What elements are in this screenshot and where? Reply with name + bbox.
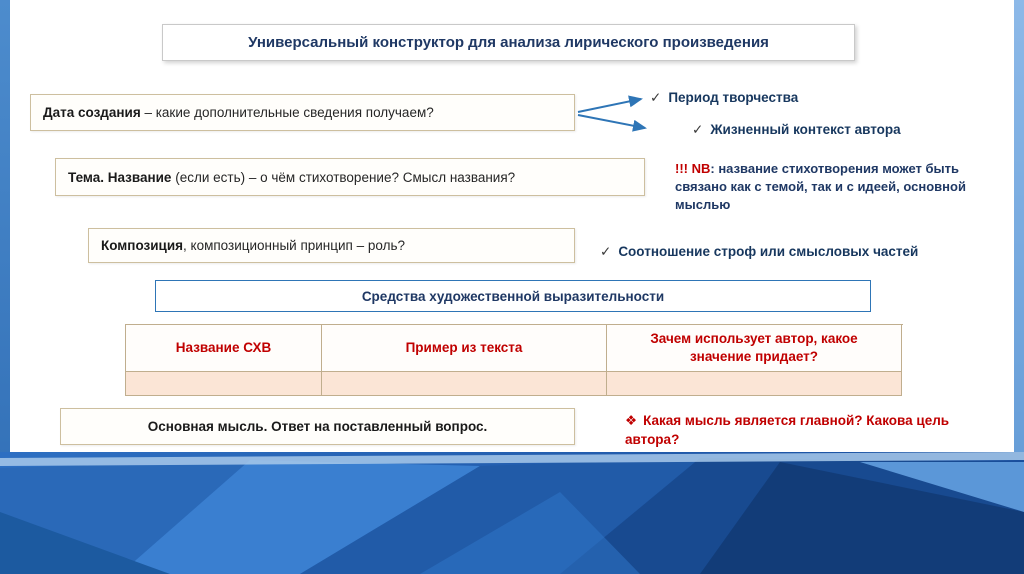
check-icon: ✓ bbox=[692, 122, 704, 137]
diamond-bullet-icon: ❖ bbox=[625, 413, 638, 428]
date-question: – какие дополнительные сведения получаем… bbox=[144, 105, 434, 120]
date-question-box: Дата создания – какие дополнительные све… bbox=[30, 94, 575, 131]
check-icon: ✓ bbox=[650, 90, 662, 105]
table-cell-empty bbox=[126, 372, 322, 396]
composition-result: ✓ Соотношение строф или смысловых частей bbox=[600, 244, 918, 260]
table-cell-empty bbox=[322, 372, 607, 396]
right-edge-bar bbox=[1014, 0, 1024, 574]
theme-question: (если есть) – о чём стихотворение? Смысл… bbox=[175, 169, 516, 185]
footer-geometric-background bbox=[0, 452, 1024, 574]
theme-label: Тема. Название bbox=[68, 169, 176, 185]
main-idea-label: Основная мысль. Ответ на поставленный во… bbox=[147, 419, 488, 434]
table-cell-empty bbox=[607, 372, 902, 396]
composition-question-text: Композиция, композиционный принцип – рол… bbox=[101, 238, 405, 253]
table-header-name: Название СХВ bbox=[126, 325, 322, 372]
slide-title-box: Универсальный конструктор для анализа ли… bbox=[162, 24, 855, 61]
means-section-header: Средства художественной выразительности bbox=[155, 280, 871, 312]
main-idea-note-text: Какая мысль является главной? Какова цел… bbox=[625, 413, 950, 447]
means-table: Название СХВ Пример из текста Зачем испо… bbox=[125, 324, 903, 396]
composition-question: , композиционный принцип – роль? bbox=[183, 238, 405, 253]
date-result-period: ✓ Период творчества bbox=[650, 90, 798, 106]
date-result-context: ✓ Жизненный контекст автора bbox=[692, 122, 901, 138]
nb-text: : название стихотворения может быть связ… bbox=[675, 161, 966, 213]
footer-banner: ИНФОРМАЦИОННО-МЕТОДИЧЕСКИЙ ЦЕНТР Невског… bbox=[0, 452, 1024, 574]
composition-result-label: Соотношение строф или смысловых частей bbox=[618, 244, 919, 259]
date-result-context-label: Жизненный контекст автора bbox=[710, 122, 901, 137]
theme-question-box: Тема. Название (если есть) – о чём стихо… bbox=[55, 158, 645, 196]
nb-prefix: !!! NB bbox=[675, 161, 711, 176]
date-result-period-label: Период творчества bbox=[668, 90, 799, 105]
left-edge-bar bbox=[0, 0, 10, 574]
table-header-example: Пример из текста bbox=[322, 325, 607, 372]
date-label: Дата создания bbox=[43, 105, 145, 120]
nb-note: !!! NB: название стихотворения может быт… bbox=[675, 160, 1005, 215]
theme-question-text: Тема. Название (если есть) – о чём стихо… bbox=[68, 170, 515, 185]
table-header-purpose: Зачем использует автор, какое значение п… bbox=[607, 325, 902, 372]
composition-label: Композиция bbox=[101, 238, 184, 253]
slide-title: Универсальный конструктор для анализа ли… bbox=[248, 34, 769, 51]
branch-arrows-icon bbox=[577, 95, 647, 132]
main-idea-note: ❖Какая мысль является главной? Какова це… bbox=[625, 412, 1003, 450]
main-idea-box: Основная мысль. Ответ на поставленный во… bbox=[60, 408, 575, 445]
composition-question-box: Композиция, композиционный принцип – рол… bbox=[88, 228, 575, 263]
date-question-text: Дата создания – какие дополнительные све… bbox=[43, 105, 434, 120]
means-section-title: Средства художественной выразительности bbox=[361, 288, 665, 304]
check-icon: ✓ bbox=[600, 244, 612, 259]
